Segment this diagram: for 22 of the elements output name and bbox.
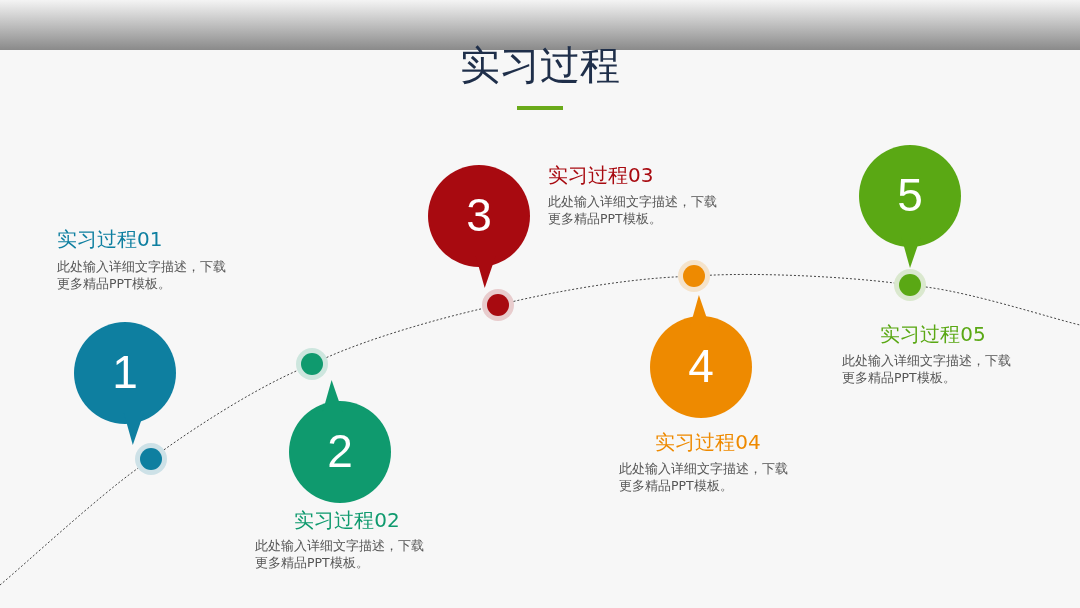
timeline-curve — [326, 308, 483, 358]
step-number: 2 — [326, 424, 354, 478]
step-description: 此处输入详细文字描述，下载更多精品PPT模板。 — [548, 193, 718, 227]
step-description: 此处输入详细文字描述，下载更多精品PPT模板。 — [619, 460, 789, 494]
timeline-curve — [709, 274, 895, 284]
step-heading: 实习过程03 — [548, 162, 654, 189]
timeline-curve — [0, 467, 139, 586]
step-number: 3 — [465, 188, 493, 242]
step-number: 1 — [111, 345, 139, 399]
step-heading: 实习过程05 — [879, 321, 987, 348]
timeline-curve — [925, 286, 1080, 326]
step-heading: 实习过程01 — [57, 226, 163, 253]
step-description: 此处输入详细文字描述，下载更多精品PPT模板。 — [57, 258, 227, 292]
timeline-curve — [163, 370, 298, 451]
step-description: 此处输入详细文字描述，下载更多精品PPT模板。 — [255, 537, 425, 571]
timeline-curve — [513, 276, 679, 302]
step-heading: 实习过程02 — [293, 507, 401, 534]
step-number: 5 — [896, 168, 924, 222]
title: 实习过程 — [459, 41, 621, 90]
step-heading: 实习过程04 — [654, 429, 762, 456]
step-description: 此处输入详细文字描述，下载更多精品PPT模板。 — [842, 352, 1012, 386]
step-number: 4 — [687, 339, 715, 393]
